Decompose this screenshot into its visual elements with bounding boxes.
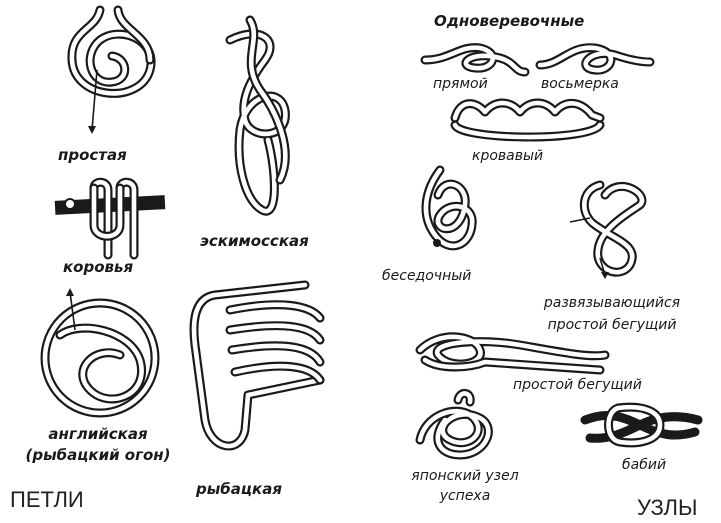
loop-label-eskimo: эскимосская <box>200 232 309 250</box>
knot-label-slip-release: развязывающийся простой бегущий <box>508 292 716 336</box>
loop-label-english: английская (рыбацкий огон) <box>10 424 186 466</box>
knot-label-blood: кровавый <box>472 148 543 164</box>
section-title-knots: УЗЛЫ <box>637 495 697 521</box>
english-loop-drawing <box>45 288 155 413</box>
knot-label-slip: простой бегущий <box>513 377 642 393</box>
single-rope-heading: Одноверевочные <box>434 12 584 30</box>
loop-label-fisherman: рыбацкая <box>196 480 282 498</box>
japanese-knot-drawing <box>420 393 488 455</box>
bowline-knot-drawing <box>426 170 472 247</box>
figure8-knot-drawing <box>540 48 650 70</box>
eskimo-loop-drawing <box>230 20 285 211</box>
square-knot-drawing <box>425 48 525 72</box>
fisherman-loop-drawing <box>194 285 320 446</box>
knot-label-granny: бабий <box>622 457 666 473</box>
cow-hitch-drawing <box>55 182 166 255</box>
knot-label-figure8: восьмерка <box>541 76 619 92</box>
slip-knot-drawing <box>420 337 605 370</box>
loop-label-simple: простая <box>58 146 127 164</box>
knot-label-japanese: японский узел успеха <box>380 466 550 506</box>
loop-label-cow: коровья <box>63 258 133 276</box>
section-title-loops: ПЕТЛИ <box>10 487 84 513</box>
blood-knot-drawing <box>455 103 600 137</box>
slip-release-knot-drawing <box>570 185 642 279</box>
knot-label-square: прямой <box>433 76 488 92</box>
knot-label-bowline: беседочный <box>382 268 471 284</box>
granny-knot-drawing <box>585 407 698 443</box>
simple-loop-drawing <box>72 10 151 134</box>
